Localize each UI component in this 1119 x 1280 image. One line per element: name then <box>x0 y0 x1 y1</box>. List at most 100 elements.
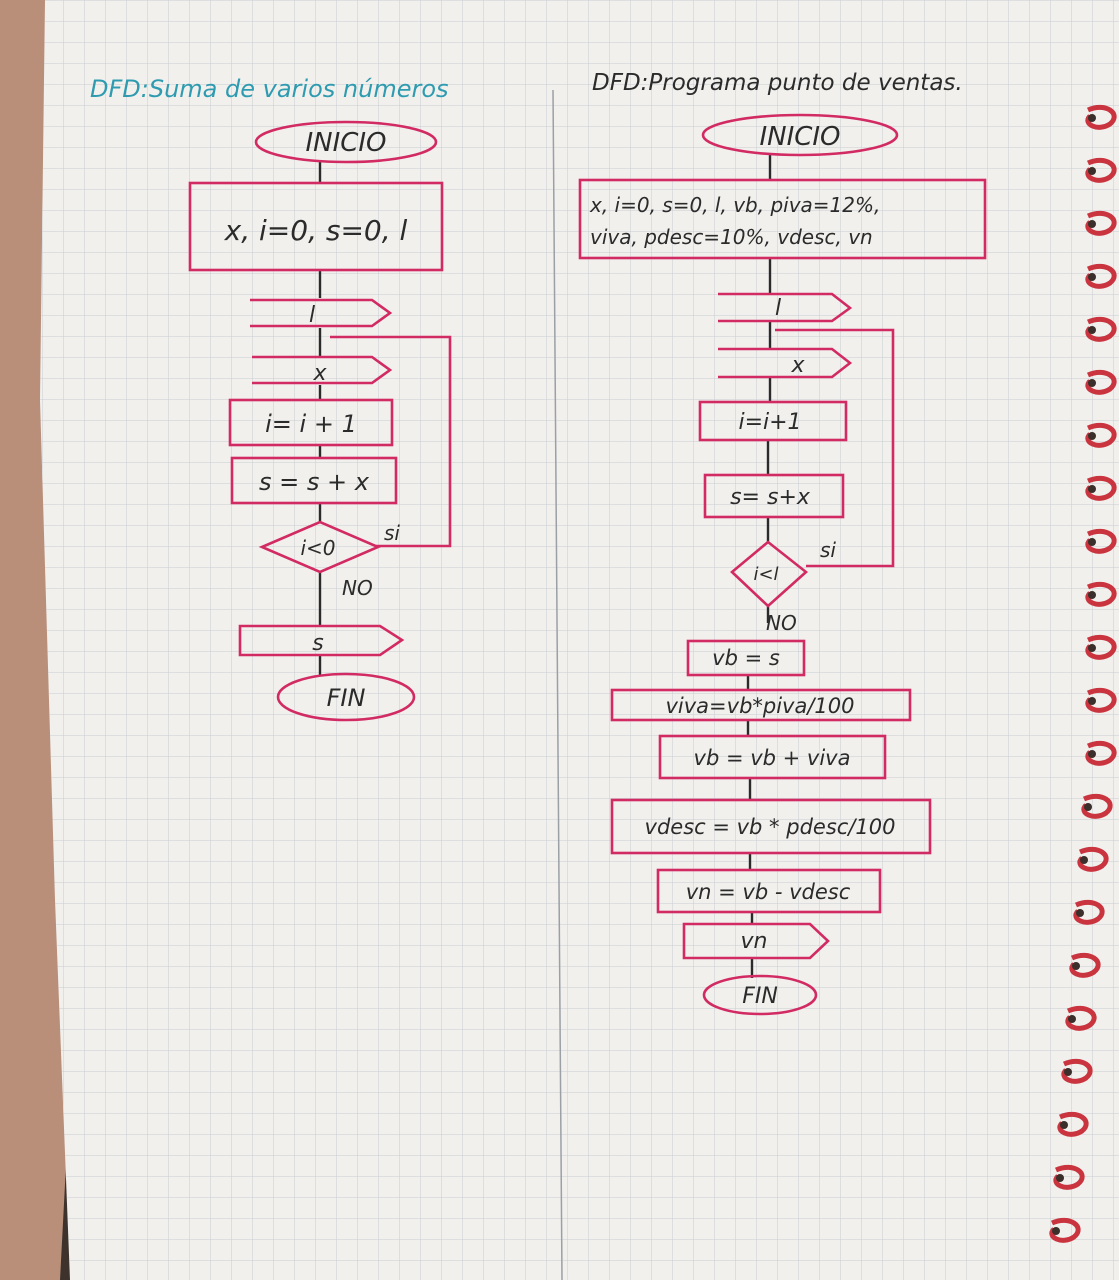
spiral-ring <box>1081 793 1113 819</box>
spiral-ring <box>1085 634 1117 660</box>
right-assign-vb-label: vb = s <box>712 646 780 670</box>
right-flowchart: DFD:Programa punto de ventas. INICIO x, … <box>578 70 987 1016</box>
right-read-x-label: x <box>790 353 805 378</box>
spiral-hole <box>1064 1068 1072 1076</box>
right-init-box <box>578 178 987 260</box>
left-read-l <box>250 298 393 328</box>
left-read-x <box>252 355 393 385</box>
spiral-ring <box>1085 210 1117 236</box>
left-title: DFD:Suma de varios números <box>90 75 449 103</box>
spiral-ring <box>1085 528 1117 554</box>
right-viva-box <box>610 688 912 722</box>
spiral-hole <box>1088 538 1096 546</box>
spiral-ring <box>1073 899 1105 925</box>
right-output <box>682 922 830 960</box>
left-incr-box <box>228 398 394 447</box>
left-read-x-label: x <box>312 361 327 386</box>
right-read-x <box>718 347 853 379</box>
grid-pattern <box>40 0 1119 1280</box>
spiral-hole <box>1088 273 1096 281</box>
right-sum-label: s= s+x <box>730 485 811 510</box>
spiral-hole <box>1088 167 1096 175</box>
right-init-line2: viva, pdesc=10%, vdesc, vn <box>590 225 873 249</box>
spiral-ring <box>1061 1058 1093 1084</box>
left-output <box>238 624 405 657</box>
right-incr-box <box>698 400 848 442</box>
right-read-l <box>718 292 853 323</box>
spiral-hole <box>1056 1174 1064 1182</box>
left-end-label: FIN <box>327 684 366 712</box>
center-fold <box>552 89 563 1280</box>
right-vb-label: vb = vb + viva <box>694 746 851 770</box>
right-loop-arrow <box>775 328 895 568</box>
right-end-terminal <box>702 974 818 1016</box>
left-incr-label: i= i + 1 <box>265 410 357 438</box>
right-vb-box <box>658 734 887 780</box>
spiral-hole <box>1076 909 1084 917</box>
right-init-line1: x, i=0, s=0, l, vb, piva=12%, <box>589 193 880 217</box>
spiral-ring <box>1049 1217 1081 1243</box>
right-output-label: vn <box>741 929 768 954</box>
spiral-ring <box>1085 740 1117 766</box>
spiral-hole <box>1052 1227 1060 1235</box>
right-title: DFD:Programa punto de ventas. <box>592 70 963 96</box>
spiral-ring <box>1085 581 1117 607</box>
spiral-hole <box>1088 485 1096 493</box>
spiral-hole <box>1068 1015 1076 1023</box>
right-read-l-label: l <box>775 296 781 321</box>
right-start-label: INICIO <box>759 122 840 152</box>
right-decision <box>730 540 809 608</box>
left-sum-box <box>230 456 398 505</box>
left-init-box <box>188 181 444 272</box>
spiral-hole <box>1072 962 1080 970</box>
right-vn-label: vn = vb - vdesc <box>686 880 851 904</box>
right-yes-label: si <box>820 538 836 562</box>
left-start-terminal <box>254 120 438 164</box>
right-sum-box <box>703 473 845 519</box>
spiral-ring <box>1085 157 1117 183</box>
left-no-label: NO <box>342 576 373 600</box>
left-read-l-label: l <box>309 303 315 328</box>
spiral-hole <box>1080 856 1088 864</box>
right-vdesc-label: vdesc = vb * pdesc/100 <box>645 815 896 839</box>
spiral-binding <box>1049 104 1117 1243</box>
spiral-hole <box>1088 114 1096 122</box>
left-init-label: x, i=0, s=0, l <box>224 214 408 247</box>
spiral-ring <box>1057 1111 1089 1137</box>
right-no-label: NO <box>766 611 797 635</box>
left-decision-label: i<0 <box>300 536 335 560</box>
spiral-hole <box>1088 591 1096 599</box>
spiral-ring <box>1065 1005 1097 1031</box>
spiral-hole <box>1088 432 1096 440</box>
left-decision <box>258 520 382 574</box>
right-vdesc-box <box>610 798 932 855</box>
spiral-hole <box>1088 326 1096 334</box>
spiral-ring <box>1077 846 1109 872</box>
left-end-terminal <box>276 672 416 722</box>
spiral-ring <box>1085 316 1117 342</box>
right-assign-vb-box <box>686 639 806 677</box>
left-flowchart: DFD:Suma de varios números INICIO x, i=0… <box>90 75 452 722</box>
right-decision-label: i<l <box>753 564 778 585</box>
left-loop-arrow <box>330 335 452 548</box>
spiral-hole <box>1088 750 1096 758</box>
left-yes-label: si <box>384 521 400 545</box>
right-vn-box <box>656 868 882 914</box>
left-output-label: s <box>312 631 323 656</box>
right-incr-label: i=i+1 <box>738 410 801 435</box>
spiral-ring <box>1085 263 1117 289</box>
spiral-ring <box>1085 369 1117 395</box>
spiral-ring <box>1085 422 1117 448</box>
right-start-terminal <box>701 113 899 157</box>
spiral-ring <box>1053 1164 1085 1190</box>
spiral-hole <box>1088 644 1096 652</box>
left-start-label: INICIO <box>305 128 386 158</box>
left-sum-label: s = s + x <box>259 468 370 496</box>
spiral-ring <box>1085 475 1117 501</box>
spiral-hole <box>1060 1121 1068 1129</box>
spiral-hole <box>1088 220 1096 228</box>
spiral-hole <box>1088 379 1096 387</box>
spiral-ring <box>1069 952 1101 978</box>
right-viva-label: viva=vb*piva/100 <box>665 694 854 718</box>
